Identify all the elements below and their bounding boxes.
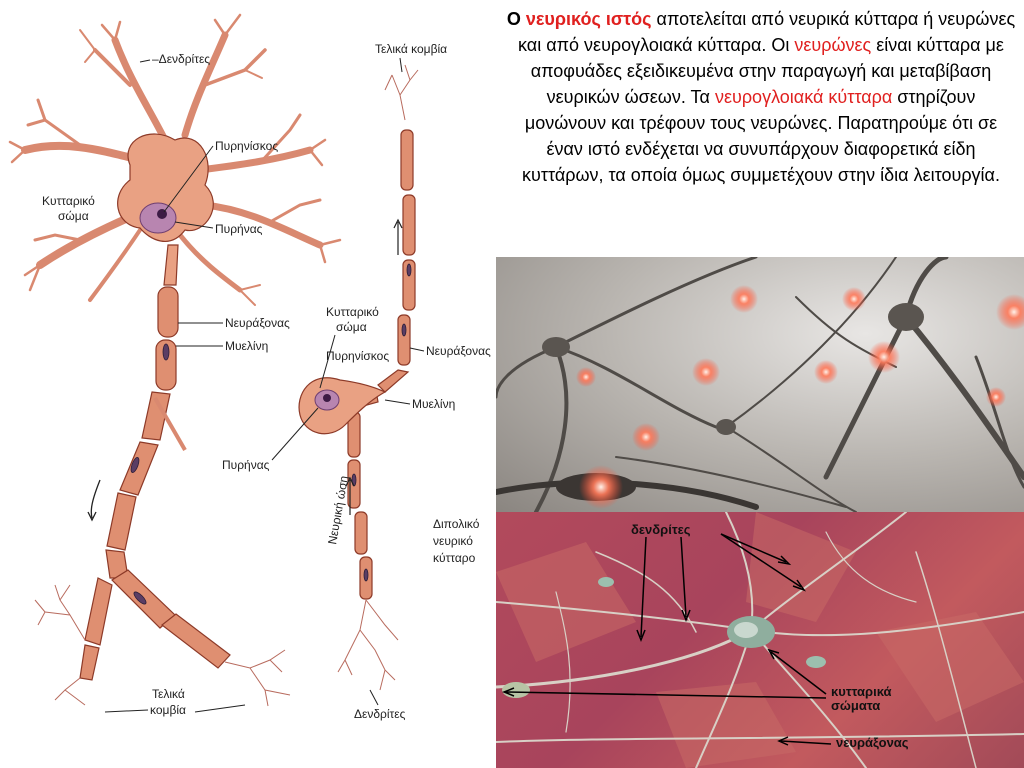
- bipolar-cell-body-line2: σώμα: [336, 320, 367, 334]
- micro-cell-bodies-line2: σώματα: [831, 698, 880, 713]
- bipolar-neuron: Τελικά κομβία Κυτταρικό σώμα Πυρηνίσκος …: [222, 42, 491, 721]
- terminal-buttons-label-line1: Τελικά: [152, 687, 185, 701]
- cell-type-line2: νευρικό: [433, 534, 473, 548]
- text-start: Ο: [506, 9, 526, 29]
- text-part2: είναι κύτταρα με αποφυάδες εξειδικευμένα…: [530, 35, 1004, 107]
- cell-body-label-line2: σώμα: [58, 209, 89, 223]
- dendrites-label: –Δενδρίτες: [152, 52, 210, 66]
- bipolar-axon-segments: [347, 129, 416, 600]
- bipolar-nucleus-label: Πυρήνας: [222, 458, 270, 472]
- description-text: Ο νευρικός ιστός αποτελείται από νευρικά…: [505, 6, 1017, 188]
- cell-body-label-line1: Κυτταρικό: [42, 194, 95, 208]
- terminal-branches: [34, 584, 291, 707]
- multipolar-neuron: –Δενδρίτες Πυρηνίσκος Κυτταρικό σώμα Πυρ…: [8, 13, 342, 717]
- myelin-label: Μυελίνη: [225, 339, 268, 353]
- text-part1: αποτελείται από νευρικά κύτταρα ή νευρών…: [518, 9, 1016, 55]
- bipolar-cell-body-line1: Κυτταρικό: [326, 305, 379, 319]
- bipolar-dendrites-label: Δενδρίτες: [354, 707, 406, 721]
- nucleus-label: Πυρήνας: [215, 222, 263, 236]
- bipolar-myelin-label: Μυελίνη: [412, 397, 455, 411]
- neurons-term: νευρώνες: [794, 35, 872, 55]
- bipolar-labels: Τελικά κομβία Κυτταρικό σώμα Πυρηνίσκος …: [222, 42, 491, 721]
- bipolar-axon-label: Νευράξονας: [426, 344, 491, 358]
- neuron-micrograph: δενδρίτες κυτταρικά σώματα νευράξονας: [496, 512, 1024, 768]
- nerve-impulse-label: Νευρική ώση: [325, 475, 351, 546]
- cell-type-line1: Διπολικό: [433, 517, 480, 531]
- micro-cell-bodies-line1: κυτταρικά: [831, 684, 892, 699]
- neuron-network-image: [496, 257, 1024, 512]
- axon-segments: [79, 286, 231, 681]
- multipolar-labels: –Δενδρίτες Πυρηνίσκος Κυτταρικό σώμα Πυρ…: [42, 52, 290, 717]
- micro-axon-label: νευράξονας: [836, 735, 909, 750]
- bipolar-nucleolus-label: Πυρηνίσκος: [326, 349, 389, 363]
- nucleolus-label: Πυρηνίσκος: [215, 139, 278, 153]
- text-part3: στηρίζουν μονώνουν και τρέφουν τους νευρ…: [522, 87, 1000, 185]
- nucleus-shape: [139, 202, 177, 234]
- bipolar-terminal-label: Τελικά κομβία: [375, 42, 447, 56]
- cell-type-line3: κύτταρο: [433, 551, 476, 565]
- micro-dendrites-label: δενδρίτες: [631, 522, 691, 537]
- neuron-diagram: –Δενδρίτες Πυρηνίσκος Κυτταρικό σώμα Πυρ…: [8, 13, 491, 721]
- nervous-tissue-term: νευρικός ιστός: [525, 9, 652, 29]
- terminal-buttons-label-line2: κομβία: [150, 703, 186, 717]
- dendrite-branches: [8, 13, 342, 306]
- glial-cells-term: νευρογλοιακά κύτταρα: [714, 87, 893, 107]
- bipolar-cell-body: [298, 377, 387, 435]
- axon-label: Νευράξονας: [225, 316, 290, 330]
